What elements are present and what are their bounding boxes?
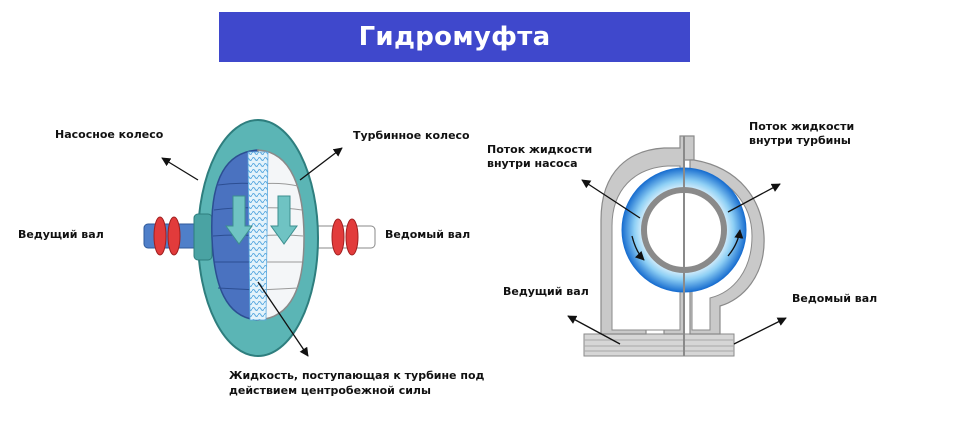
label-drive-shaft-right: Ведущий вал: [503, 285, 589, 298]
red-ring-right-2: [345, 218, 359, 256]
label-turbine-flow-line2: внутри турбины: [749, 134, 851, 147]
label-pump-wheel: Насосное колесо: [55, 128, 164, 141]
label-driven-shaft-right: Ведомый вал: [792, 292, 878, 305]
arrow-pump-flow: [581, 179, 641, 219]
title-banner: Гидромуфта: [219, 12, 690, 62]
label-pump-flow-line2: внутри насоса: [487, 157, 578, 170]
red-ring-left-2: [167, 216, 181, 256]
label-turbine-wheel: Турбинное колесо: [353, 129, 470, 142]
label-fluid-line1: Жидкость, поступающая к турбине под: [229, 369, 485, 382]
page-title: Гидромуфта: [358, 22, 551, 52]
flow-arrows-left: [225, 195, 298, 245]
label-driven-shaft-left: Ведомый вал: [385, 228, 471, 241]
arrow-turbine-wheel: [299, 147, 343, 181]
arrow-pump-wheel: [161, 157, 199, 181]
arrow-drive-shaft-right: [567, 315, 621, 345]
arrow-fluid: [257, 281, 309, 357]
red-ring-right-1: [331, 218, 345, 256]
label-turbine-flow-line1: Поток жидкости: [749, 120, 855, 133]
fluid-gap: [247, 151, 269, 321]
right-cross-section: [567, 135, 787, 357]
arrow-driven-shaft-right: [733, 317, 787, 345]
label-fluid-line2: действием центробежной силы: [229, 384, 431, 397]
arrow-turbine-flow: [727, 183, 781, 213]
red-ring-left-1: [153, 216, 167, 256]
label-pump-flow-line1: Поток жидкости: [487, 143, 593, 156]
input-hub: [193, 213, 213, 261]
turbine-flow-arrow: [727, 229, 744, 257]
label-drive-shaft-left: Ведущий вал: [18, 228, 104, 241]
left-fluid-coupling: [143, 119, 376, 357]
pump-flow-arrow: [631, 235, 645, 261]
